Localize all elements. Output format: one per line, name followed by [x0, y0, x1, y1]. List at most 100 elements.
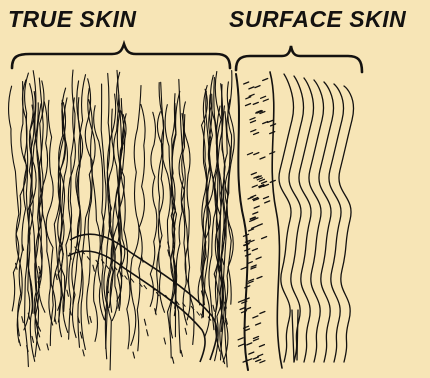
granule-dash — [246, 104, 251, 106]
duct-cell-mark — [144, 285, 147, 289]
granule-dash — [245, 249, 250, 251]
fibre-dash — [32, 336, 34, 342]
fibre-dash — [19, 340, 21, 346]
true-skin-fibres — [9, 70, 235, 370]
fibre-dash — [147, 330, 149, 336]
dermis-boundary — [236, 74, 248, 370]
granule-dash — [256, 360, 261, 362]
granule-dash — [251, 173, 256, 175]
granule-dash — [270, 180, 275, 182]
granule-dash — [252, 226, 257, 228]
fibre-dash — [83, 350, 85, 356]
granule-dash — [249, 229, 254, 231]
duct-cell-mark — [131, 279, 134, 283]
fibre-dash — [93, 265, 95, 271]
granule-dash — [271, 124, 276, 126]
granule-dash — [251, 121, 256, 123]
granule-dash — [270, 132, 275, 134]
granule-dash — [257, 277, 262, 279]
granule-dash — [252, 249, 257, 251]
granule-dash — [248, 197, 253, 199]
duct-upper-wall — [70, 234, 217, 360]
fibre-dash — [56, 274, 58, 280]
fibre-line — [94, 106, 105, 320]
granule-dash — [260, 157, 265, 159]
granule-dash — [239, 344, 244, 346]
fibre-dash — [172, 357, 174, 363]
fibre-line — [161, 82, 174, 358]
granule-dash — [249, 87, 254, 89]
granule-dash — [268, 120, 273, 122]
fibre-dash — [185, 328, 187, 334]
granule-dash — [260, 361, 265, 363]
granule-dash — [257, 178, 262, 180]
fibre-dash — [168, 242, 170, 248]
fibre-line — [18, 82, 27, 336]
granule-dash — [254, 206, 259, 208]
surface-layer-line — [279, 74, 294, 362]
granule-dash — [256, 257, 261, 259]
granule-dash — [249, 352, 254, 354]
fibre-dash — [164, 338, 166, 344]
granule-dash — [246, 254, 251, 256]
granule-dash — [244, 234, 249, 236]
granule-dash — [248, 153, 253, 155]
fibre-dash — [80, 332, 82, 338]
granule-dash — [263, 99, 268, 101]
granule-dash — [253, 212, 258, 214]
fibre-dash — [222, 259, 224, 265]
granule-dash — [253, 357, 258, 359]
granule-dash — [256, 323, 261, 325]
granule-dash — [259, 179, 264, 181]
granule-dash — [257, 224, 262, 226]
surface-layer-line — [299, 78, 314, 362]
granule-dash — [261, 96, 266, 98]
granule-dash — [254, 337, 259, 339]
surface-layer-line — [289, 76, 304, 362]
granule-dash — [253, 316, 258, 318]
fibre-dash — [144, 319, 146, 325]
granule-dash — [270, 152, 275, 154]
fibre-line — [89, 100, 100, 342]
granule-dash — [250, 118, 255, 120]
surface-skin-brace — [236, 46, 362, 72]
granule-dash — [259, 345, 264, 347]
granule-dash — [262, 237, 267, 239]
granule-dash — [238, 338, 243, 340]
fibre-dash — [55, 318, 57, 324]
fibre-dash — [22, 317, 24, 323]
granule-dash — [251, 130, 256, 132]
duct-lower-wall — [68, 251, 205, 362]
duct-cell-mark — [197, 312, 200, 316]
granule-dash — [249, 94, 254, 96]
fibre-line — [130, 86, 141, 346]
granule-dash — [262, 181, 267, 183]
granule-dash — [253, 102, 258, 104]
fibre-dash — [181, 350, 183, 356]
duct-cell-mark — [125, 276, 128, 280]
fibre-dash — [47, 344, 49, 350]
granule-dash — [244, 82, 249, 84]
granule-dash — [254, 153, 259, 155]
fibre-dash — [133, 352, 135, 358]
granular-layer-edge — [270, 72, 282, 368]
granule-dash — [239, 300, 244, 302]
fibre-dash — [27, 346, 29, 352]
fibre-dash — [67, 290, 69, 296]
granule-dash — [260, 312, 265, 314]
granule-dash — [258, 354, 263, 356]
granule-dash — [255, 86, 260, 88]
surface-layer-line — [339, 86, 354, 362]
fibre-line — [150, 112, 157, 306]
fibre-dash — [213, 305, 215, 311]
granule-dash — [247, 343, 252, 345]
granule-dash — [254, 133, 259, 135]
granule-dash — [246, 97, 251, 99]
granule-dash — [254, 339, 259, 341]
fibre-dash — [90, 316, 92, 322]
granule-dash — [264, 197, 269, 199]
fibre-line — [46, 100, 55, 321]
fibre-line — [85, 79, 92, 324]
fibre-dash — [39, 266, 41, 272]
